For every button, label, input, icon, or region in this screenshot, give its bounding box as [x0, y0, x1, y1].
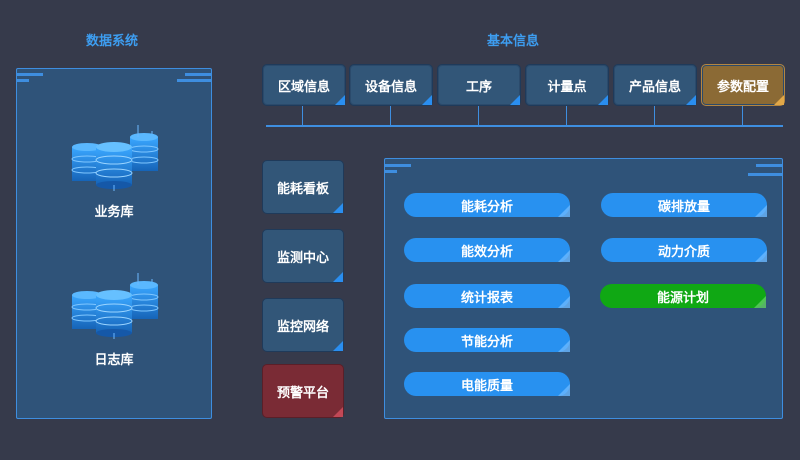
tab-connector-tick: [478, 106, 479, 125]
pill-label: 统计报表: [460, 290, 513, 306]
corner-accent: [422, 95, 432, 105]
tab-label: 计量点: [547, 79, 587, 95]
corner-accent: [598, 95, 608, 105]
pill-label: 碳排放量: [657, 199, 710, 215]
corner-accent: [333, 407, 343, 417]
corner-accent: [558, 205, 570, 217]
data-system-title: 数据系统: [86, 34, 139, 49]
tab-connector-tick: [654, 106, 655, 125]
corner-accent: [755, 250, 767, 262]
corner-accent: [510, 95, 520, 105]
pill-label: 动力介质: [657, 244, 710, 260]
corner-accent: [335, 95, 345, 105]
corner-accent: [333, 203, 343, 213]
tab-label: 工序: [465, 79, 492, 95]
tab-label: 区域信息: [277, 79, 330, 95]
module-label: 监控网络: [276, 319, 329, 335]
basic-info-title: 基本信息: [487, 34, 540, 49]
pill-label: 能效分析: [460, 244, 513, 260]
pill-label: 能源计划: [656, 290, 709, 306]
business-database-label: 业务库: [94, 205, 134, 220]
tab-metering-point[interactable]: 计量点: [525, 64, 609, 106]
tab-label: 产品信息: [628, 79, 681, 95]
database-stack-icon: [66, 273, 162, 343]
module-warning-platform[interactable]: 预警平台: [262, 364, 344, 418]
tab-connector-tick: [302, 106, 303, 125]
corner-accent: [333, 341, 343, 351]
corner-accent: [774, 95, 784, 105]
power-quality-button[interactable]: 电能质量: [404, 372, 570, 396]
corner-accent: [558, 296, 570, 308]
module-energy-dashboard[interactable]: 能耗看板: [262, 160, 344, 214]
tab-device-info[interactable]: 设备信息: [349, 64, 433, 106]
module-label: 监测中心: [276, 250, 329, 266]
energy-consumption-analysis-button[interactable]: 能耗分析: [404, 193, 570, 217]
tab-connector-tick: [566, 106, 567, 125]
corner-accent: [333, 272, 343, 282]
tab-product-info[interactable]: 产品信息: [613, 64, 697, 106]
data-system-panel: 业务库: [16, 68, 212, 419]
tab-label: 参数配置: [716, 79, 769, 95]
module-monitoring-center[interactable]: 监测中心: [262, 229, 344, 283]
energy-plan-button[interactable]: 能源计划: [600, 284, 766, 308]
business-database[interactable]: 业务库: [17, 125, 211, 220]
carbon-emission-button[interactable]: 碳排放量: [601, 193, 767, 217]
corner-accent: [755, 205, 767, 217]
corner-accent: [686, 95, 696, 105]
module-label: 预警平台: [276, 385, 329, 401]
power-medium-button[interactable]: 动力介质: [601, 238, 767, 262]
corner-accent: [558, 340, 570, 352]
statistical-report-button[interactable]: 统计报表: [404, 284, 570, 308]
log-database-label: 日志库: [94, 353, 134, 368]
corner-accent: [754, 296, 766, 308]
pill-label: 节能分析: [460, 334, 513, 350]
module-monitoring-network[interactable]: 监控网络: [262, 298, 344, 352]
tab-parameter-config[interactable]: 参数配置: [701, 64, 785, 106]
corner-accent: [558, 250, 570, 262]
energy-saving-analysis-button[interactable]: 节能分析: [404, 328, 570, 352]
corner-accent: [558, 384, 570, 396]
tab-process[interactable]: 工序: [437, 64, 521, 106]
tab-connector-line: [266, 125, 783, 127]
tab-region-info[interactable]: 区域信息: [262, 64, 346, 106]
pill-label: 能耗分析: [460, 199, 513, 215]
tab-connector-tick: [390, 106, 391, 125]
database-stack-icon: [66, 125, 162, 195]
log-database[interactable]: 日志库: [17, 273, 211, 368]
module-label: 能耗看板: [276, 181, 329, 197]
tab-connector-tick: [742, 106, 743, 125]
tab-label: 设备信息: [364, 79, 417, 95]
energy-efficiency-analysis-button[interactable]: 能效分析: [404, 238, 570, 262]
pill-label: 电能质量: [460, 378, 513, 394]
